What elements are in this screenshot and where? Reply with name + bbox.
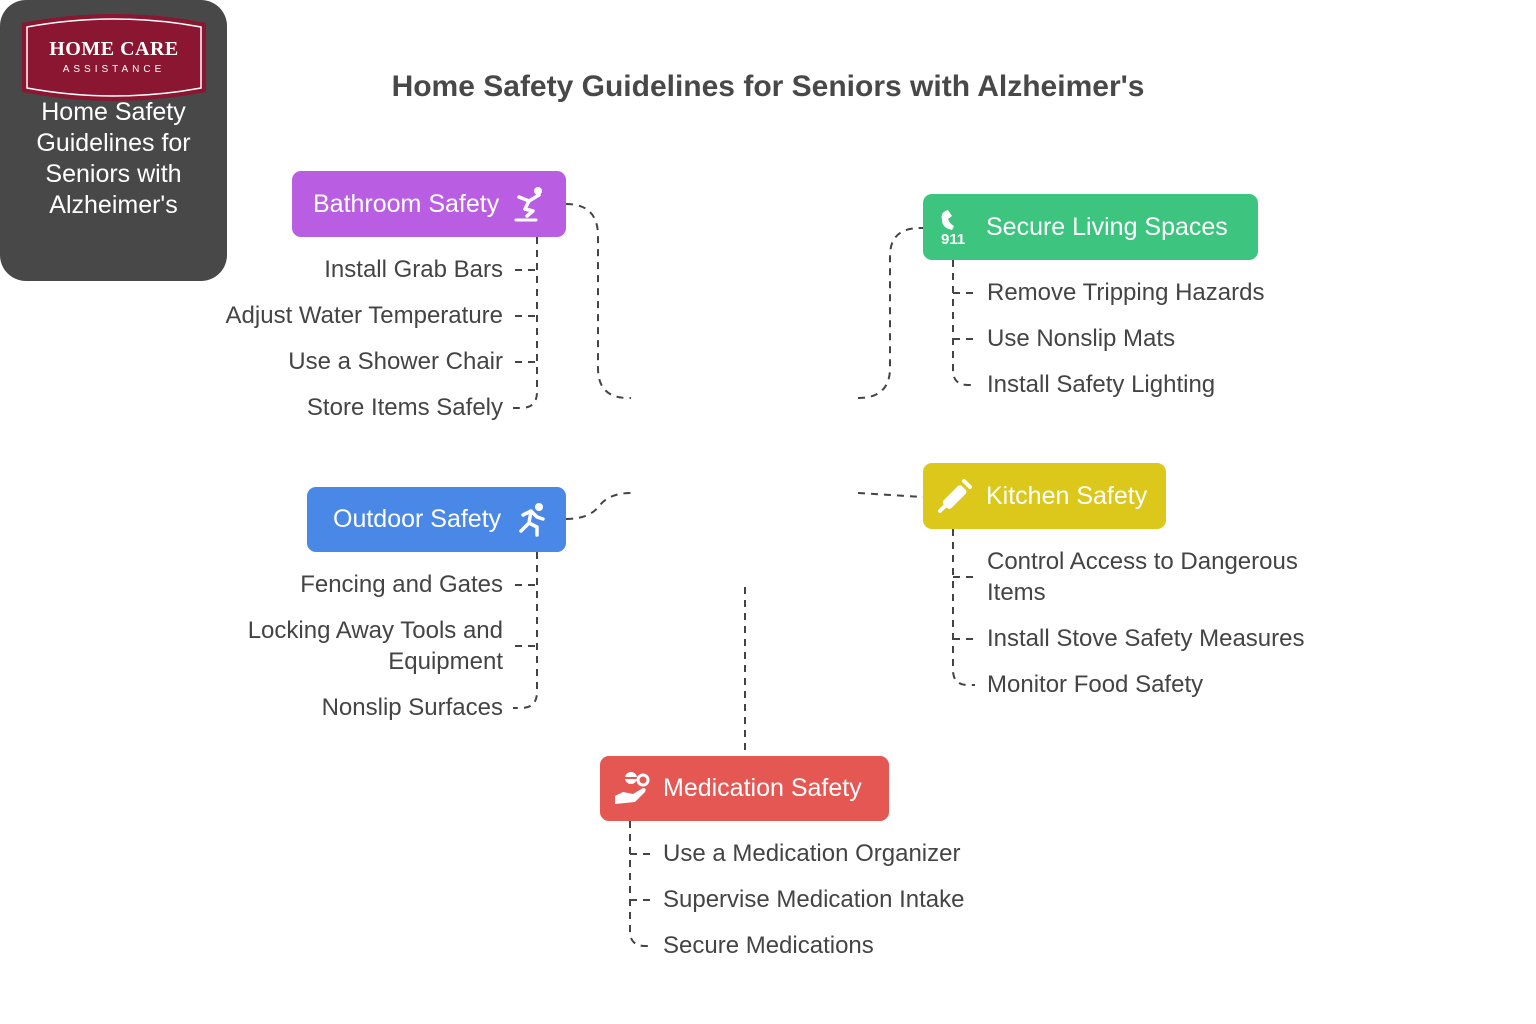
category-label: Secure Living Spaces: [986, 212, 1228, 241]
list-item: Install Safety Lighting: [987, 371, 1216, 398]
list-item: Store Items Safely: [306, 394, 503, 421]
list-item: Control Access to Dangerous Items: [987, 548, 1298, 606]
list-item: Use a Shower Chair: [288, 348, 503, 375]
category-kitchen-safety[interactable]: Kitchen Safety: [923, 463, 1166, 529]
list-item: Use Nonslip Mats: [987, 325, 1176, 352]
central-topic-label: Home Safety Guidelines for Seniors with …: [36, 98, 191, 219]
category-label: Medication Safety: [663, 774, 862, 802]
medication-hand-icon: [615, 771, 650, 804]
category-secure-living-spaces[interactable]: 911 Secure Living Spaces: [923, 194, 1258, 260]
category-medication-safety[interactable]: Medication Safety: [600, 756, 889, 821]
category-bathroom-safety[interactable]: Bathroom Safety: [292, 171, 566, 237]
category-label: Bathroom Safety: [313, 189, 500, 218]
rolling-pin-icon: [938, 479, 972, 513]
list-item: Install Grab Bars: [324, 256, 503, 283]
phone-911-icon: 911: [941, 210, 965, 246]
page-title: Home Safety Guidelines for Seniors with …: [391, 70, 1145, 103]
category-label: Kitchen Safety: [986, 481, 1148, 510]
running-person-icon: [519, 502, 545, 537]
svg-text:911: 911: [941, 231, 965, 246]
slip-fall-icon: [514, 187, 543, 222]
list-item: Install Stove Safety Measures: [987, 625, 1305, 652]
home-care-assistance-logo: HOME CARE ASSISTANCE: [20, 11, 208, 104]
list-item: Secure Medications: [663, 932, 874, 959]
list-item: Supervise Medication Intake: [663, 886, 965, 913]
logo-name: HOME CARE: [49, 38, 179, 60]
category-outdoor-safety[interactable]: Outdoor Safety: [307, 487, 566, 552]
list-item: Remove Tripping Hazards: [987, 279, 1265, 306]
logo-subtitle: ASSISTANCE: [62, 64, 166, 75]
list-item: Nonslip Surfaces: [321, 694, 503, 721]
list-item: Adjust Water Temperature: [225, 302, 503, 329]
list-item: Locking Away Tools and Equipment: [247, 617, 503, 675]
list-item: Fencing and Gates: [300, 571, 503, 598]
list-item: Use a Medication Organizer: [663, 840, 961, 867]
list-item: Monitor Food Safety: [987, 671, 1204, 698]
category-label: Outdoor Safety: [333, 505, 502, 533]
